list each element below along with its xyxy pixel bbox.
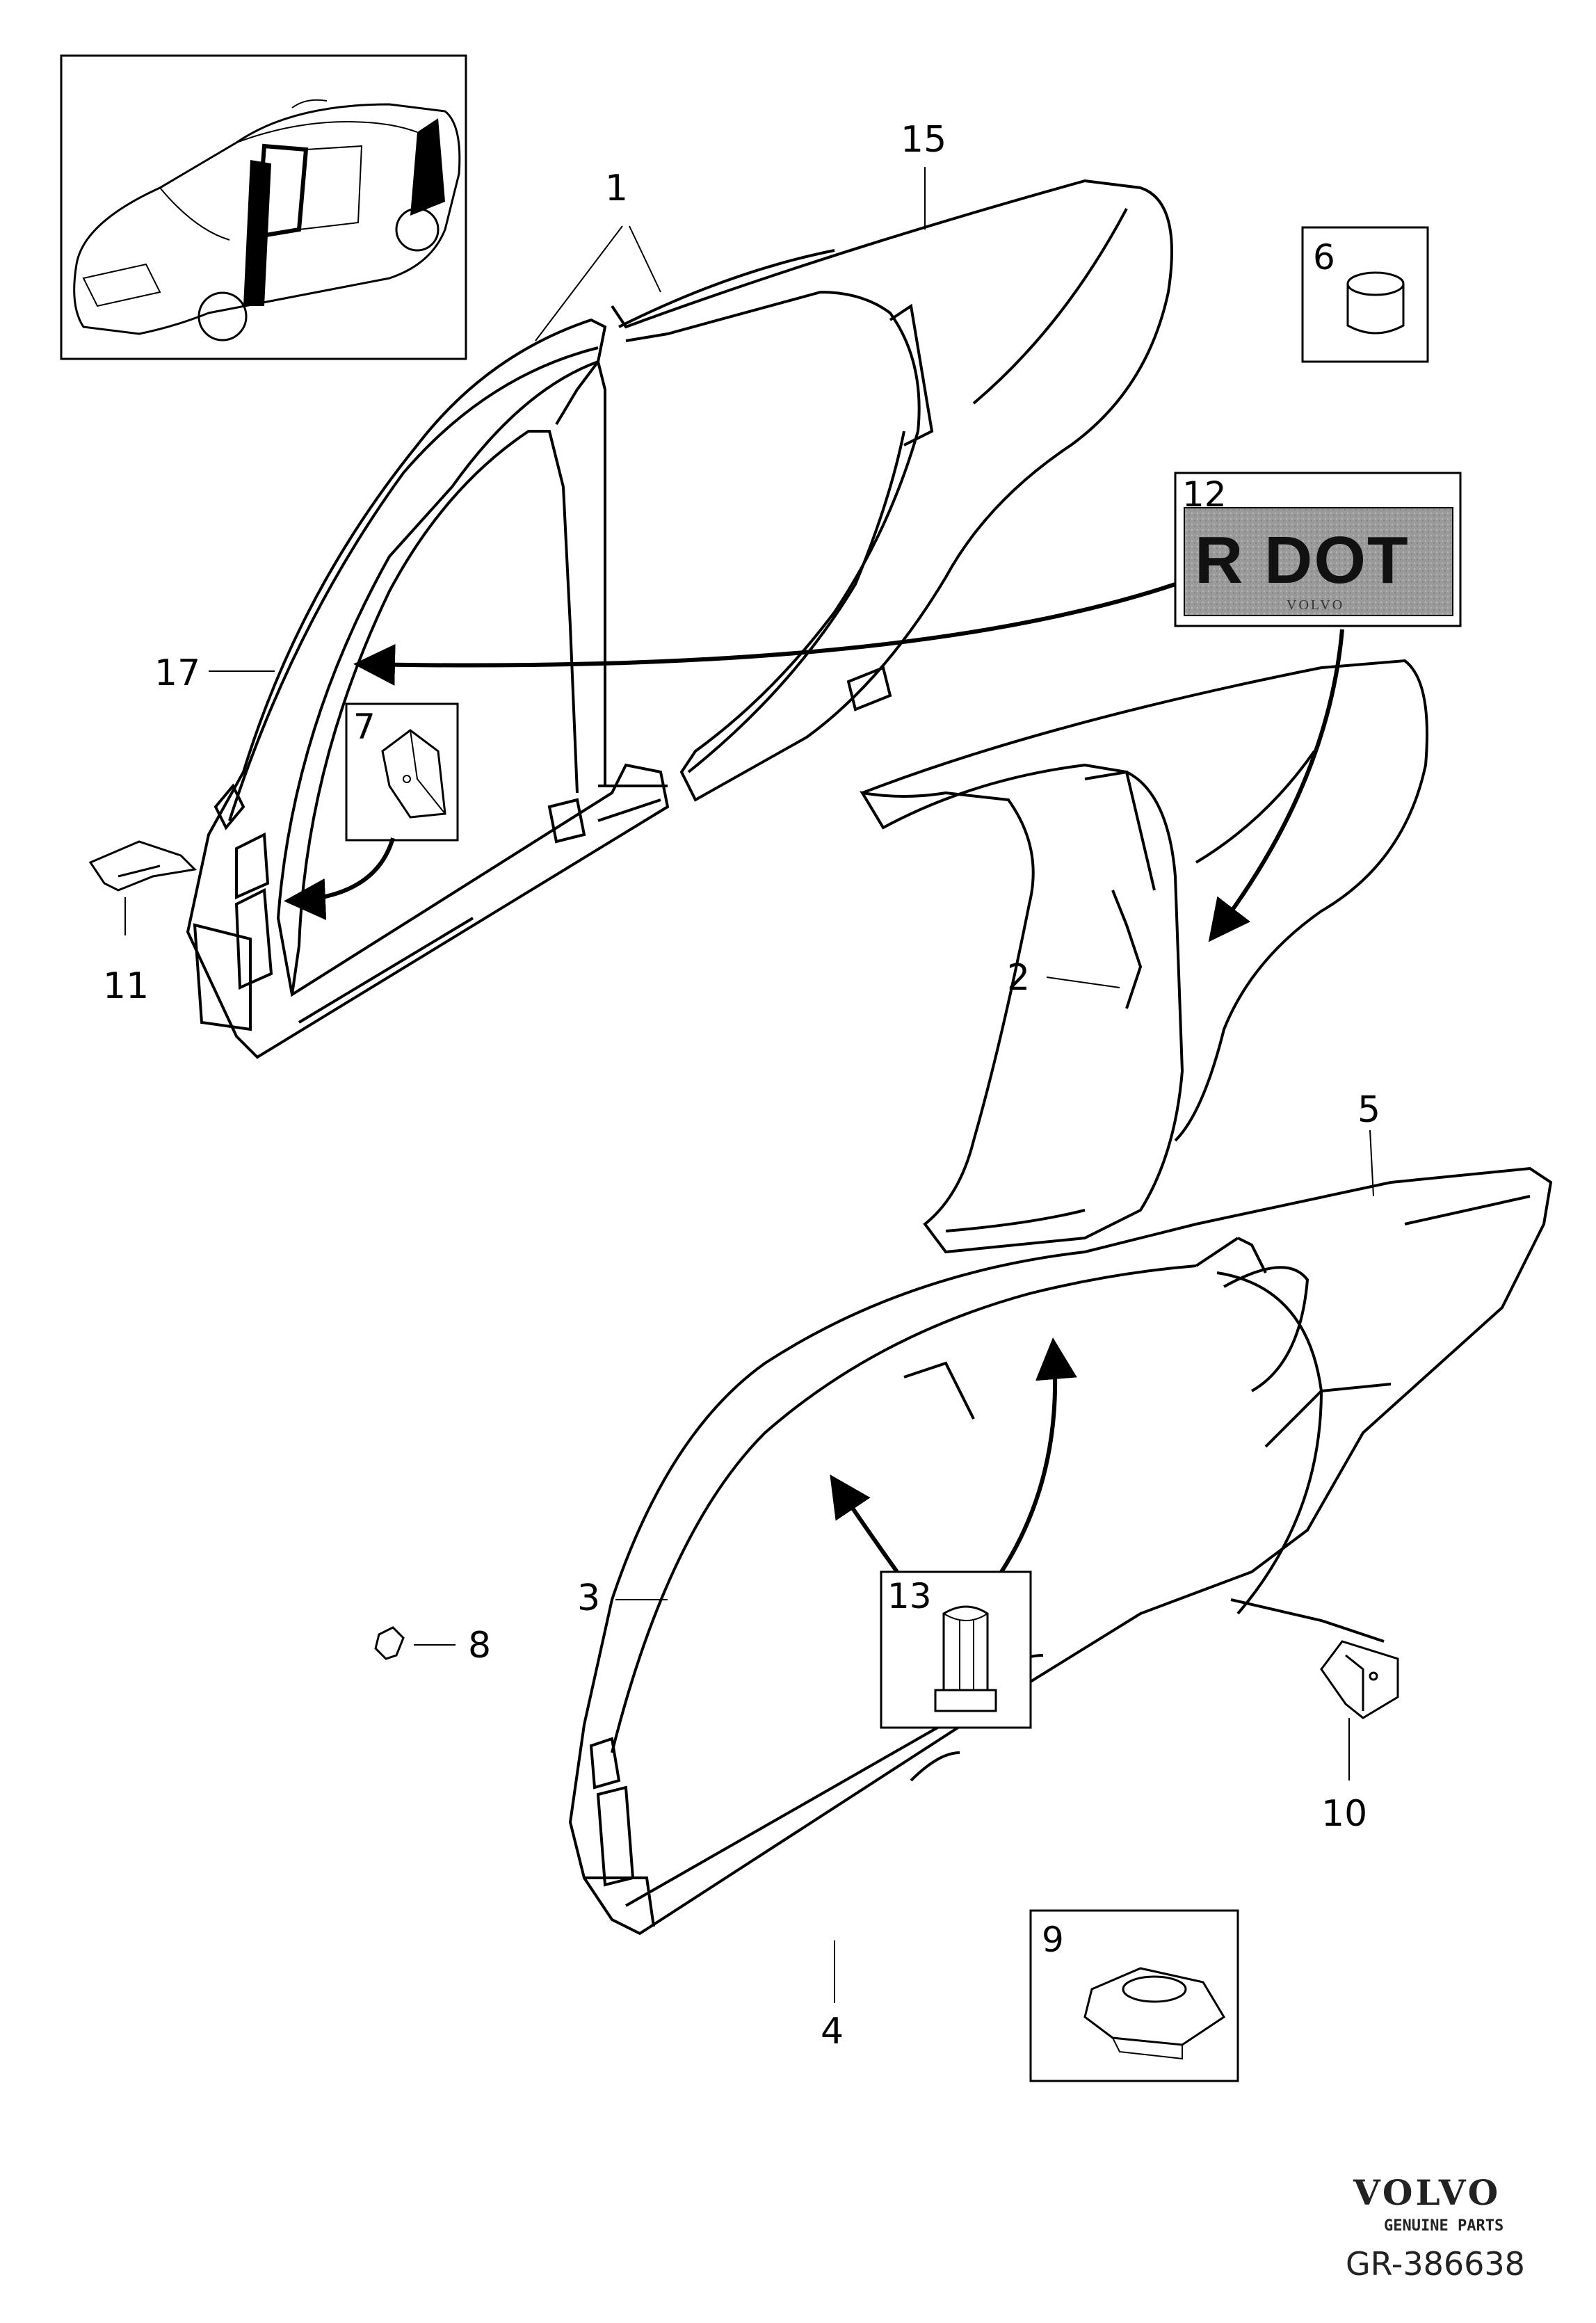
label-plate-box: [1174, 472, 1462, 627]
hinge-plate-part-10: [1320, 1640, 1399, 1719]
gusset-part-11: [88, 840, 198, 892]
callout-1: 1: [605, 168, 629, 209]
callout-3: 3: [577, 1577, 601, 1619]
callout-5: 5: [1357, 1089, 1381, 1131]
footer-brand-logo: VOLVO: [1353, 2172, 1501, 2213]
callout-9: 9: [1042, 1920, 1064, 1960]
callout-2: 2: [1007, 957, 1031, 999]
plug-box: [1301, 226, 1429, 363]
side-panel-assembly-left: [186, 318, 670, 1059]
footer-tagline: GENUINE PARTS: [1384, 2217, 1504, 2235]
callout-17: 17: [154, 652, 201, 694]
callout-11: 11: [103, 965, 150, 1007]
callout-12: 12: [1182, 474, 1227, 515]
diagram-reference-number: GR-386638: [1346, 2245, 1525, 2283]
car-overview-thumbnail: [60, 54, 467, 360]
callout-13: 13: [887, 1576, 932, 1616]
callout-4: 4: [821, 2011, 844, 2052]
label-plate-brand: VOLVO: [1287, 597, 1345, 613]
clip-part-8: [374, 1626, 405, 1660]
rear-panel-upper: [611, 179, 1173, 802]
leader-lines: [124, 167, 1374, 2003]
callout-15: 15: [901, 119, 947, 161]
nut-plate-box: [1029, 1909, 1239, 2082]
rear-side-panel: [860, 659, 1428, 1254]
callout-7: 7: [353, 707, 376, 747]
rivet-nut-box: [880, 1570, 1032, 1729]
bracket-box: [345, 702, 459, 842]
complete-side-panel: [568, 1166, 1553, 1936]
arrows: [284, 582, 1344, 1573]
callout-10: 10: [1321, 1793, 1368, 1835]
callout-6: 6: [1313, 237, 1335, 278]
label-plate-text: R DOT: [1195, 523, 1410, 597]
callout-8: 8: [468, 1625, 492, 1666]
